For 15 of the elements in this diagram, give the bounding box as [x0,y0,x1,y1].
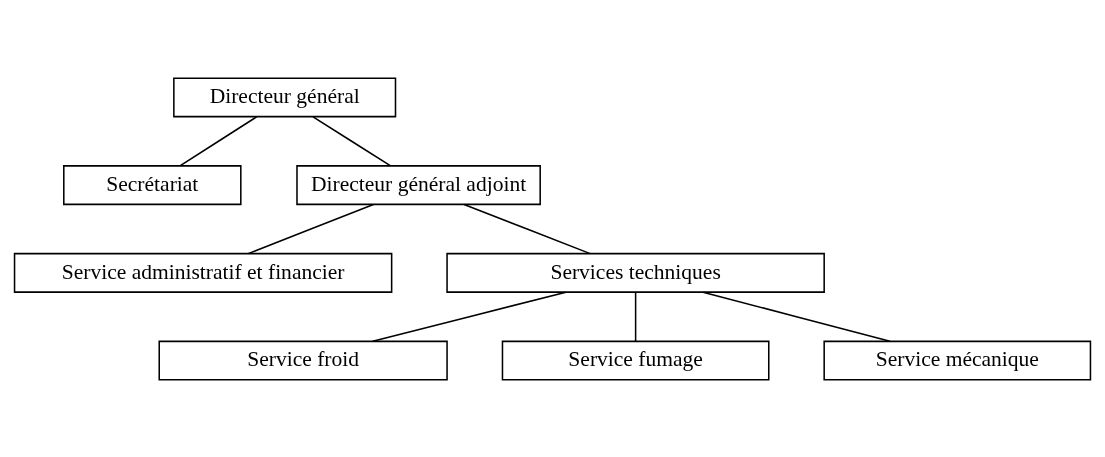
node-box: Directeur général [173,76,397,117]
node-box: Service froid [158,340,448,381]
node-box: Service administratif et financier [13,252,393,293]
node-box: Directeur général adjoint [296,164,541,205]
connector [372,290,567,342]
connector [179,115,258,166]
connector [312,115,391,166]
node-box: Service mécanique [823,340,1092,381]
connector [247,203,375,254]
node-box: Services techniques [446,252,825,293]
connector [463,203,591,254]
connector [702,290,891,342]
node-box: Service fumage [501,340,770,381]
node-box: Secrétariat [63,164,242,205]
connector [634,291,637,342]
